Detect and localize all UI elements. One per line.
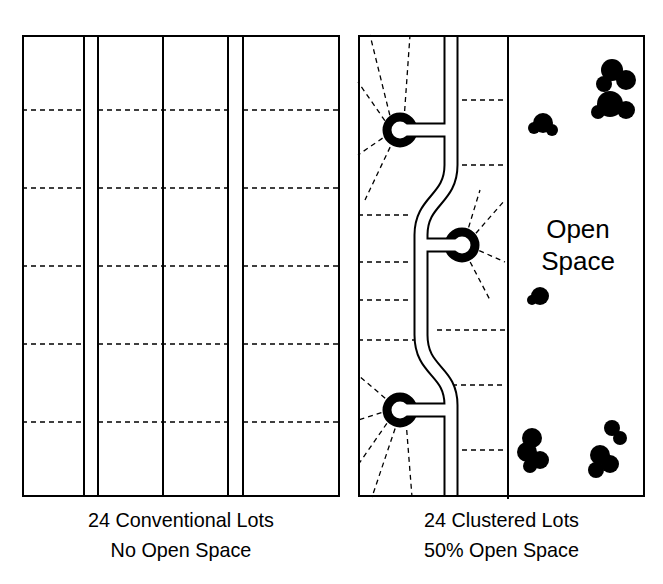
curving-road (390, 34, 472, 498)
panel-caption: 24 Clustered Lots50% Open Space (340, 505, 663, 565)
lot-line (243, 343, 340, 344)
lot-line (98, 265, 228, 266)
tree (596, 76, 612, 92)
lot-line (22, 109, 84, 110)
tree (613, 431, 627, 445)
lot-line (22, 343, 84, 344)
area-text: Open Space (533, 213, 623, 277)
lot-line (98, 109, 228, 110)
tree (616, 70, 636, 90)
tree (591, 105, 605, 119)
tree (546, 124, 558, 136)
lot-line (243, 187, 340, 188)
tree (588, 462, 604, 478)
tree (617, 101, 635, 119)
clustered-lots (358, 35, 505, 497)
site-panel: 24 Clustered Lots50% Open SpaceOpen Spac… (358, 35, 645, 497)
lot-line (98, 421, 228, 422)
caption-text: 24 Clustered Lots (340, 505, 663, 535)
conventional-lots (22, 35, 340, 497)
lot-line (243, 265, 340, 266)
trees (517, 59, 636, 478)
caption-text: No Open Space (4, 535, 358, 565)
lot-line (98, 343, 228, 344)
site-panel: 24 Conventional LotsNo Open Space (22, 35, 340, 497)
lot-line (243, 109, 340, 110)
area-label: Open Space (509, 213, 647, 277)
open-space-area: Open Space (507, 37, 647, 499)
lot-line (22, 265, 84, 266)
lot-line (243, 421, 340, 422)
caption-text: 24 Conventional Lots (4, 505, 358, 535)
lot-line (98, 187, 228, 188)
caption-text: 50% Open Space (340, 535, 663, 565)
lot-line (22, 187, 84, 188)
tree (527, 295, 537, 305)
lot-line (22, 421, 84, 422)
tree (528, 122, 540, 134)
panel-caption: 24 Conventional LotsNo Open Space (4, 505, 358, 565)
tree (523, 459, 537, 473)
